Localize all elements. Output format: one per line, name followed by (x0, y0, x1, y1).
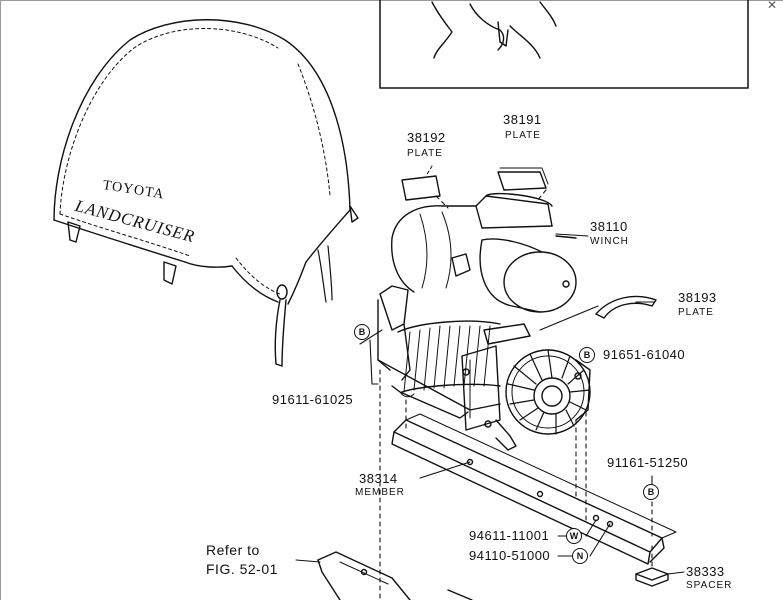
part-91611-61025-number: 91611-61025 (272, 392, 354, 407)
part-38314-name: MEMBER (355, 487, 405, 498)
washer-symbol-w-icon: W (566, 528, 582, 544)
part-38333-number: 38333 (686, 564, 725, 579)
plate-38193-drawing (595, 295, 657, 319)
inset-detail-box (379, 0, 749, 89)
part-94611-11001-number: 94611-11001 (469, 528, 550, 543)
part-91651-61040-number: 91651-61040 (603, 347, 686, 362)
winch-cover-drawing (53, 19, 359, 367)
part-38314-number: 38314 (359, 471, 398, 486)
plate-38191-drawing (497, 167, 549, 191)
part-91161-51250-number: 91161-51250 (607, 455, 689, 470)
nut-symbol-n-icon: N (572, 548, 588, 564)
part-38333-name: SPACER (686, 580, 733, 591)
part-38110-name: WINCH (590, 236, 629, 247)
part-38192-name: PLATE (407, 148, 443, 159)
lower-frame-drawing (317, 551, 473, 600)
spacer-38333-drawing (635, 567, 669, 587)
part-38191-name: PLATE (505, 130, 541, 141)
reference-note-line2: FIG. 52-01 (206, 561, 278, 577)
part-94110-51000-number: 94110-51000 (469, 548, 551, 563)
member-38314-drawing (391, 413, 677, 565)
plate-38192-drawing (401, 165, 441, 201)
winch-drawing (377, 192, 591, 451)
part-38191-number: 38191 (503, 112, 542, 127)
part-38193-name: PLATE (678, 307, 714, 318)
reference-note-line1: Refer to (206, 542, 260, 558)
alignment-lines (379, 189, 653, 600)
leader-lines (295, 233, 685, 575)
part-38192-number: 38192 (407, 130, 446, 145)
close-icon[interactable]: ✕ (767, 0, 778, 12)
part-38110-number: 38110 (590, 219, 628, 234)
part-38193-number: 38193 (678, 290, 717, 305)
bolt-symbol-b-icon: B (354, 324, 370, 340)
bolt-symbol-b-icon: B (643, 484, 659, 500)
bolt-symbol-b-icon: B (579, 347, 595, 363)
